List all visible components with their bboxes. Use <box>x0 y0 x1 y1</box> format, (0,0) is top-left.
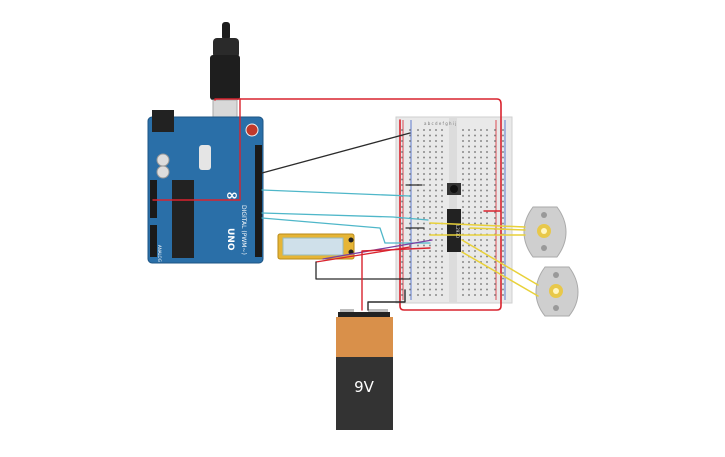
arduino-model-label: UNO <box>225 228 235 251</box>
digital-header <box>255 145 262 257</box>
wire-black-gnd <box>261 132 411 174</box>
wire-cyan-2 <box>261 212 429 221</box>
wire-battery-red <box>361 247 431 311</box>
wire-yellow-3 <box>461 239 539 286</box>
wire-purple <box>322 239 433 260</box>
wire-red-arduino <box>152 98 241 201</box>
chip-label: L293D <box>455 225 460 238</box>
wire-cyan-1 <box>261 189 411 197</box>
display-module[interactable] <box>277 233 355 260</box>
power-header <box>150 180 157 218</box>
wire-red-5v <box>214 98 502 311</box>
wire-cyan-3 <box>261 217 431 244</box>
dc-motor-2[interactable] <box>535 266 579 317</box>
motor-driver-chip: L293D <box>447 209 461 252</box>
breadboard-holes <box>401 129 504 296</box>
wire-yellow-4 <box>461 251 539 297</box>
battery-label: 9V <box>354 378 375 396</box>
dc-motor-1[interactable] <box>523 206 567 258</box>
analog-in-label: ANALOG IN <box>157 245 162 267</box>
wires <box>152 98 539 311</box>
analog-header <box>150 225 157 257</box>
digital-pins-label: DIGITAL (PWM~) <box>240 205 247 255</box>
breadboard-column-letters: a b c d e f g h i j <box>424 121 456 126</box>
arduino-logo-icon: ∞ <box>226 186 239 204</box>
atmega-chip <box>172 180 194 258</box>
crystal <box>199 145 211 170</box>
wire-black-display <box>315 261 411 280</box>
wire-yellow-1 <box>429 222 526 228</box>
wire-battery-black <box>367 289 406 311</box>
pushbutton[interactable] <box>447 183 461 195</box>
battery-9v[interactable]: 9V <box>336 309 393 430</box>
reset-button[interactable] <box>245 123 259 137</box>
wire-yellow-5 <box>469 227 526 231</box>
arduino-uno-board[interactable]: ∞ UNO DIGITAL (PWM~) ANALOG IN <box>147 110 264 267</box>
